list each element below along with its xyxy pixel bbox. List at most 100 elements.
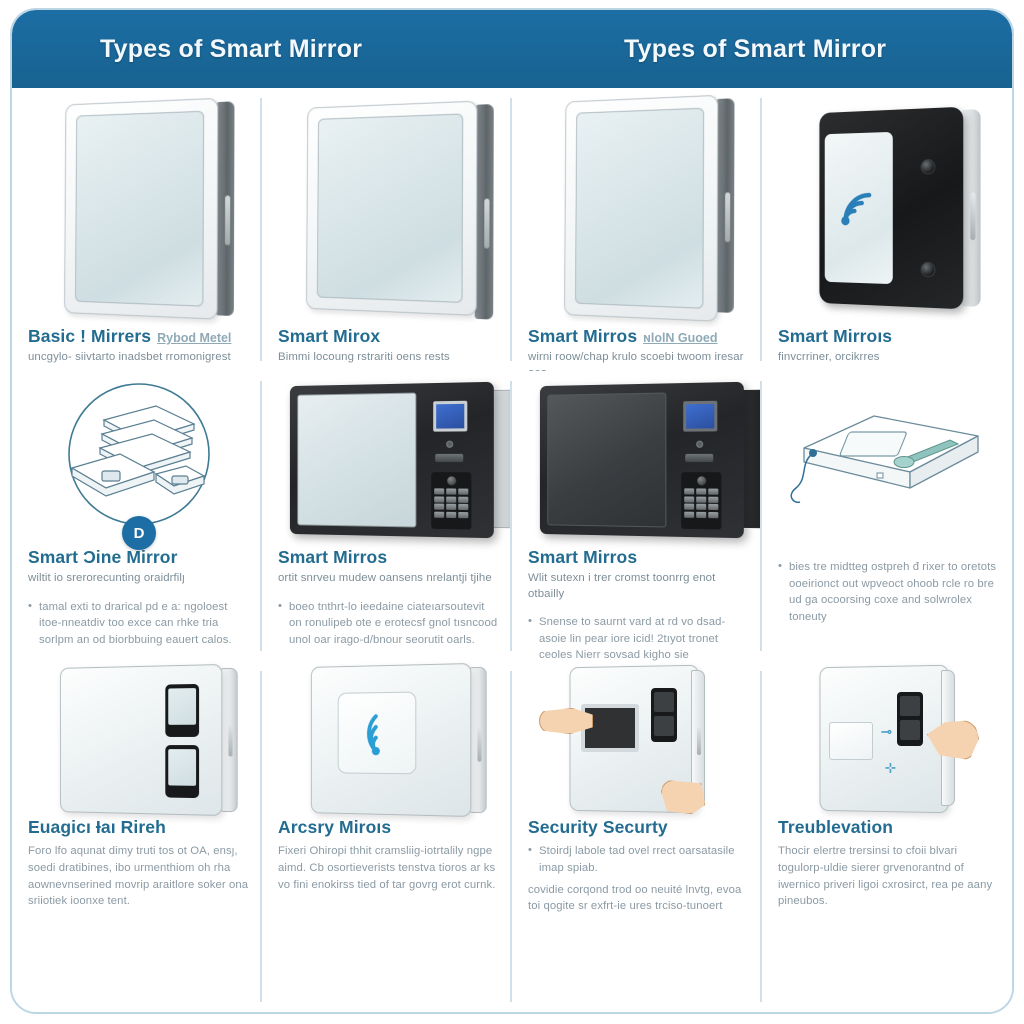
cell-r3c1: Euagicı Ɨaı Rireh Foro lfo aqunat dimy t… [12, 661, 262, 1012]
sensor-module [651, 688, 677, 742]
art-mirror-two-modules [28, 663, 250, 817]
heading-r2c2: Smart Mirros [278, 547, 500, 567]
signal-glyph-icon: ⊹ [885, 760, 896, 775]
art-white-framed-mirror [28, 92, 250, 324]
heading-r3c3: Security Securty [528, 817, 750, 837]
hand-touching-module-illustration: ⊸ ⊹ [789, 664, 989, 816]
signal-glyph-icon: ⊸ [881, 724, 892, 739]
hands-installing-module-illustration [539, 664, 739, 816]
wifi-plate [337, 691, 417, 775]
white-framed-mirror-illustration [64, 97, 235, 320]
text-block-r2c1: Smart Ɔine Mirror wiltit io srerorecunti… [28, 545, 250, 658]
heading-text: Treublevation [778, 817, 894, 837]
bullet-item: Snense to saurnt vard at rd vo dsad-asoi… [528, 613, 750, 661]
heading-r1c4: Smart Mirroıs [778, 326, 1000, 346]
mirror-side-edge [469, 666, 487, 814]
camera-sensor-icon [920, 261, 936, 278]
subtext-r2c1: wiltit io srerorecunting oraidrfilȷ [28, 572, 185, 585]
heading-text: Smart Mirros [528, 547, 638, 567]
control-screen [683, 400, 718, 432]
control-screen [433, 400, 468, 432]
cell-r3c4: ⊸ ⊹ Treublevation Thocir elertre trersin… [762, 661, 1012, 1012]
text-block-r3c4: Treublevation Thocir elertre trersinsi t… [778, 815, 1000, 1008]
heading-r2c3: Smart Mirros [528, 547, 750, 567]
header-banner: Types of Smart Mirror Types of Smart Mir… [12, 10, 1012, 88]
paragraph-r3c3: covidie corqond trod oo neuité lnvtg, ev… [528, 883, 742, 913]
cell-r2c4: bies tre midtteg ostpreh đ rixer to oret… [762, 371, 1012, 661]
mirror-handle [697, 727, 701, 756]
indicator-dot-icon [446, 440, 454, 448]
panel-side-edge [961, 109, 981, 307]
paragraph-r3c1: Foro lfo aqunat dimy truti tos ot OA, en… [28, 845, 249, 908]
sensor-module [897, 692, 923, 746]
mirror-handle [228, 725, 233, 757]
mirror-handle [477, 728, 482, 762]
bullet-item: tamal exti to drarical pd e a: ngoloest … [28, 598, 250, 649]
mirror-glass [75, 110, 205, 307]
subtext-r1c3: wirni roow/chap krulo scoebi twoom iresa… [528, 351, 744, 371]
panel-mirror-light-illustration [289, 381, 512, 539]
mirror-side-edge [715, 98, 735, 314]
art-mirror-wifi-plate [278, 662, 500, 818]
panel-body [289, 381, 494, 539]
art-hand-touch-module: ⊸ ⊹ [778, 664, 1000, 816]
keypad-lens-icon [696, 476, 706, 486]
camera-sensor-icon [920, 158, 936, 175]
lineart-circle-illustration: D [44, 376, 234, 550]
header-title-left: Types of Smart Mirror [100, 34, 363, 63]
wifi-icon [837, 188, 879, 228]
art-lineart-flat-device [778, 375, 1000, 545]
panel-mirror-dark-illustration [539, 381, 762, 539]
mirror-glass [547, 392, 667, 528]
art-tall-white-mirror [528, 92, 750, 324]
subtext-r1c4: finvcrriner, orcikrres [778, 351, 880, 364]
heading-text: Basic ! Mirrers [28, 326, 152, 346]
art-panel-mirror-light [278, 375, 512, 545]
cell-r2c2: Smart Mirros ortit snrveu mudew oansens … [262, 371, 512, 661]
hand-bottom-icon [661, 780, 705, 814]
mirror-glass [297, 392, 417, 528]
bullet-list-r2c1: tamal exti to drarical pd e a: ngoloest … [28, 598, 250, 649]
mirror-handle [724, 192, 731, 243]
cell-r1c4: Smart Mirroıs finvcrriner, orcikrres Cea… [762, 88, 1012, 371]
text-block-r2c3: Smart Mirros Wlit sutexn i trer cromst t… [528, 545, 750, 661]
bullet-list-r3c3: Stoirdj labole tad ovel rrect oarsatasil… [528, 842, 750, 876]
indicator-dot-icon [696, 440, 704, 448]
mirror-frame [306, 100, 478, 316]
text-block-r2c4: bies tre midtteg ostpreh đ rixer to oret… [778, 545, 1000, 657]
connection-point-icon [808, 449, 817, 457]
mirror-body [310, 662, 472, 818]
mirror-wifi-plate-illustration [310, 662, 487, 818]
cell-r2c1: D Smart Ɔine Mirror wiltit io srerorecun… [12, 371, 262, 661]
bullet-list-r2c3: Snense to saurnt vard at rd vo dsad-asoi… [528, 613, 750, 661]
panel-body [539, 381, 744, 539]
mirror-handle [224, 195, 231, 245]
heading-r1c2: Smart Mirox [278, 326, 500, 346]
heading-r2c1: Smart Ɔine Mirror [28, 547, 250, 567]
panel-handle [970, 192, 976, 241]
heading-text: Smart Mirroıs [778, 326, 893, 346]
wifi-dot [370, 745, 382, 757]
header-title-right: Types of Smart Mirror [624, 34, 887, 63]
bullet-item: Stoirdj labole tad ovel rrect oarsatasil… [528, 842, 750, 876]
heading-text: Smart Mirros [528, 326, 638, 346]
display-module-icon [165, 745, 200, 799]
cell-r2c3: Smart Mirros Wlit sutexn i trer cromst t… [512, 371, 762, 661]
stacked-panels-diagram-icon [68, 383, 210, 525]
subtext-r2c3: Wlit sutexn i trer cromst toonrrg enot o… [528, 572, 716, 600]
art-hands-screen-module [528, 664, 750, 816]
text-block-r1c2: Smart Mirox Bimmi locoung rstrariti oens… [278, 324, 500, 367]
cell-r3c2: Arcsry Miroıs Fixeri Ohiropi thhit crams… [262, 661, 512, 1012]
flat-device-diagram-icon [790, 415, 979, 504]
mirror-two-modules-illustration [59, 663, 238, 817]
text-block-r2c2: Smart Mirros ortit snrveu mudew oansens … [278, 545, 500, 658]
subtext-r1c2: Bimmi locoung rstrariti oens rests [278, 351, 450, 364]
heading-text: Smart Mirros [278, 547, 388, 567]
text-block-r1c4: Smart Mirroıs finvcrriner, orcikrres Cea… [778, 324, 1000, 371]
mirror-inset-square [829, 722, 873, 760]
